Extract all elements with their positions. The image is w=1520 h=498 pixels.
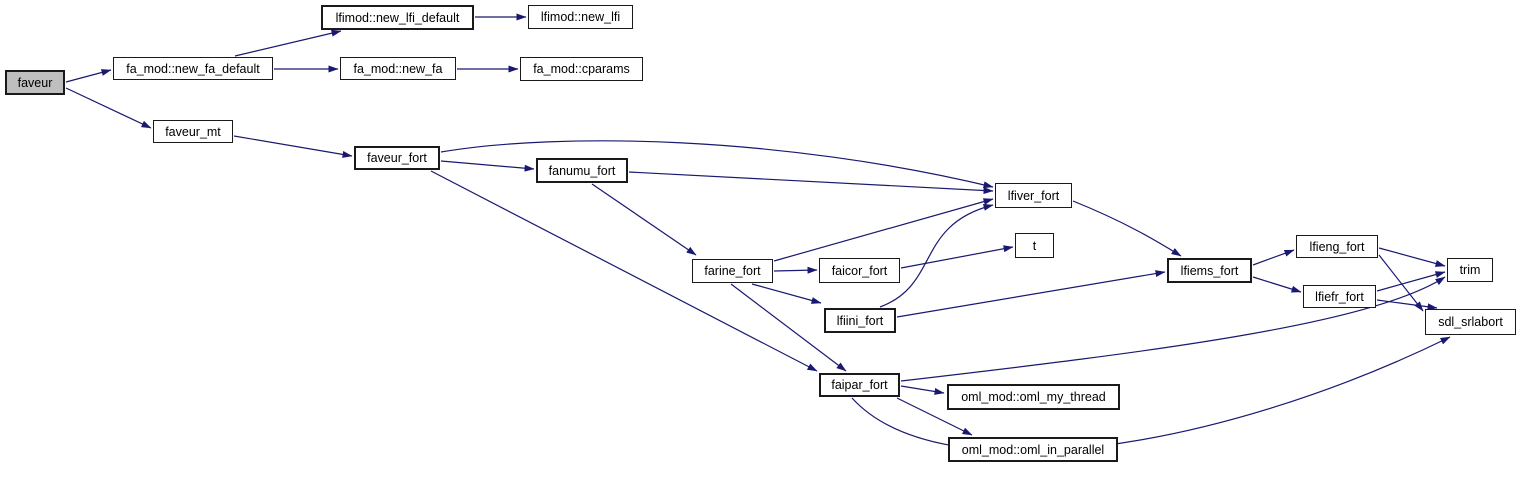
- edge-farine_fort-to-faicor_fort: [773, 266, 818, 274]
- edge-faveur-to-new_fa_default: [65, 69, 112, 83]
- edge-lfiefr_fort-to-sdl_srlabort: [1376, 299, 1438, 311]
- graph-node-lfiver_fort[interactable]: lfiver_fort: [995, 183, 1072, 208]
- edge-farine_fort-to-faipar_fort: [730, 283, 847, 372]
- graph-node-label: faveur: [17, 75, 53, 90]
- graph-node-label: fa_mod::cparams: [533, 62, 630, 76]
- graph-node-label: faicor_fort: [831, 263, 888, 278]
- graph-node-lfieng_fort[interactable]: lfieng_fort: [1296, 235, 1378, 258]
- graph-node-oml_in_parallel[interactable]: oml_mod::oml_in_parallel: [948, 437, 1118, 462]
- edge-faipar_fort-to-sdl_srlabort: [851, 336, 1451, 452]
- graph-node-label: farine_fort: [704, 264, 761, 278]
- graph-node-faipar_fort[interactable]: faipar_fort: [819, 373, 900, 397]
- edge-faveur_mt-to-faveur_fort: [233, 135, 353, 158]
- edge-faipar_fort-to-trim: [900, 276, 1446, 382]
- edge-faveur-to-faveur_mt: [65, 87, 152, 129]
- graph-node-cparams[interactable]: fa_mod::cparams: [520, 57, 643, 81]
- graph-node-new_lfi[interactable]: lfimod::new_lfi: [528, 5, 633, 29]
- edge-lfieng_fort-to-trim: [1378, 247, 1446, 267]
- graph-node-faveur_fort[interactable]: faveur_fort: [354, 146, 440, 170]
- graph-node-new_fa[interactable]: fa_mod::new_fa: [340, 57, 456, 80]
- edge-faveur_fort-to-lfiver_fort: [440, 140, 994, 189]
- graph-node-label: fa_mod::new_fa: [353, 61, 443, 76]
- graph-node-label: lfiver_fort: [1007, 188, 1060, 203]
- graph-node-label: lfieng_fort: [1309, 239, 1365, 254]
- graph-node-label: fa_mod::new_fa_default: [126, 61, 260, 76]
- edge-faveur_fort-to-faipar_fort: [430, 170, 818, 372]
- edge-lfieng_fort-to-sdl_srlabort: [1378, 254, 1424, 312]
- edge-faipar_fort-to-oml_my_thread: [900, 385, 945, 395]
- graph-node-label: lfimod::new_lfi: [540, 10, 621, 24]
- graph-node-label: sdl_srlabort: [1438, 315, 1503, 329]
- graph-node-label: oml_mod::oml_in_parallel: [961, 442, 1105, 457]
- edge-lfiefr_fort-to-trim: [1376, 271, 1446, 292]
- graph-node-label: t: [1032, 238, 1037, 253]
- graph-node-t[interactable]: t: [1015, 233, 1054, 258]
- edge-lfiems_fort-to-lfiefr_fort: [1252, 276, 1302, 293]
- graph-node-farine_fort[interactable]: farine_fort: [692, 259, 773, 283]
- graph-node-faveur: faveur: [5, 70, 65, 95]
- edge-lfiems_fort-to-lfieng_fort: [1252, 249, 1295, 266]
- graph-node-label: faipar_fort: [831, 378, 888, 392]
- graph-node-label: fanumu_fort: [548, 163, 616, 178]
- edge-fanumu_fort-to-farine_fort: [591, 183, 697, 256]
- graph-node-fanumu_fort[interactable]: fanumu_fort: [536, 158, 628, 183]
- edge-faicor_fort-to-t: [900, 245, 1014, 269]
- graph-node-label: lfiefr_fort: [1315, 289, 1364, 304]
- edge-farine_fort-to-lfiini_fort: [751, 283, 822, 304]
- graph-node-new_fa_default[interactable]: fa_mod::new_fa_default: [113, 57, 273, 80]
- graph-node-oml_my_thread[interactable]: oml_mod::oml_my_thread: [947, 384, 1120, 410]
- graph-node-label: faveur_fort: [367, 151, 427, 165]
- graph-node-faveur_mt[interactable]: faveur_mt: [153, 120, 233, 143]
- graph-node-label: lfiems_fort: [1180, 263, 1239, 278]
- graph-node-label: lfiini_fort: [836, 313, 884, 328]
- edge-fanumu_fort-to-lfiver_fort: [628, 171, 994, 195]
- edge-lfiver_fort-to-lfiems_fort: [1072, 200, 1182, 257]
- edge-faipar_fort-to-oml_in_parallel: [896, 397, 973, 436]
- graph-node-label: lfimod::new_lfi_default: [335, 10, 460, 25]
- edge-farine_fort-to-lfiver_fort: [773, 198, 994, 262]
- graph-node-faicor_fort[interactable]: faicor_fort: [819, 258, 900, 283]
- graph-node-label: oml_mod::oml_my_thread: [961, 390, 1106, 404]
- graph-node-lfiems_fort[interactable]: lfiems_fort: [1167, 258, 1252, 283]
- graph-node-label: trim: [1459, 263, 1481, 277]
- edge-faveur_fort-to-fanumu_fort: [440, 160, 535, 172]
- edge-new_fa_default-to-new_lfi_default: [234, 29, 342, 57]
- graph-node-sdl_srlabort[interactable]: sdl_srlabort: [1425, 309, 1516, 335]
- graph-node-label: faveur_mt: [165, 124, 221, 139]
- graph-node-lfiini_fort[interactable]: lfiini_fort: [824, 308, 896, 333]
- edge-lfiini_fort-to-lfiver_fort: [879, 203, 994, 308]
- edge-lfiini_fort-to-lfiems_fort: [896, 270, 1166, 318]
- graph-node-lfiefr_fort[interactable]: lfiefr_fort: [1303, 285, 1376, 308]
- graph-node-new_lfi_default[interactable]: lfimod::new_lfi_default: [321, 5, 474, 30]
- graph-node-trim[interactable]: trim: [1447, 258, 1493, 282]
